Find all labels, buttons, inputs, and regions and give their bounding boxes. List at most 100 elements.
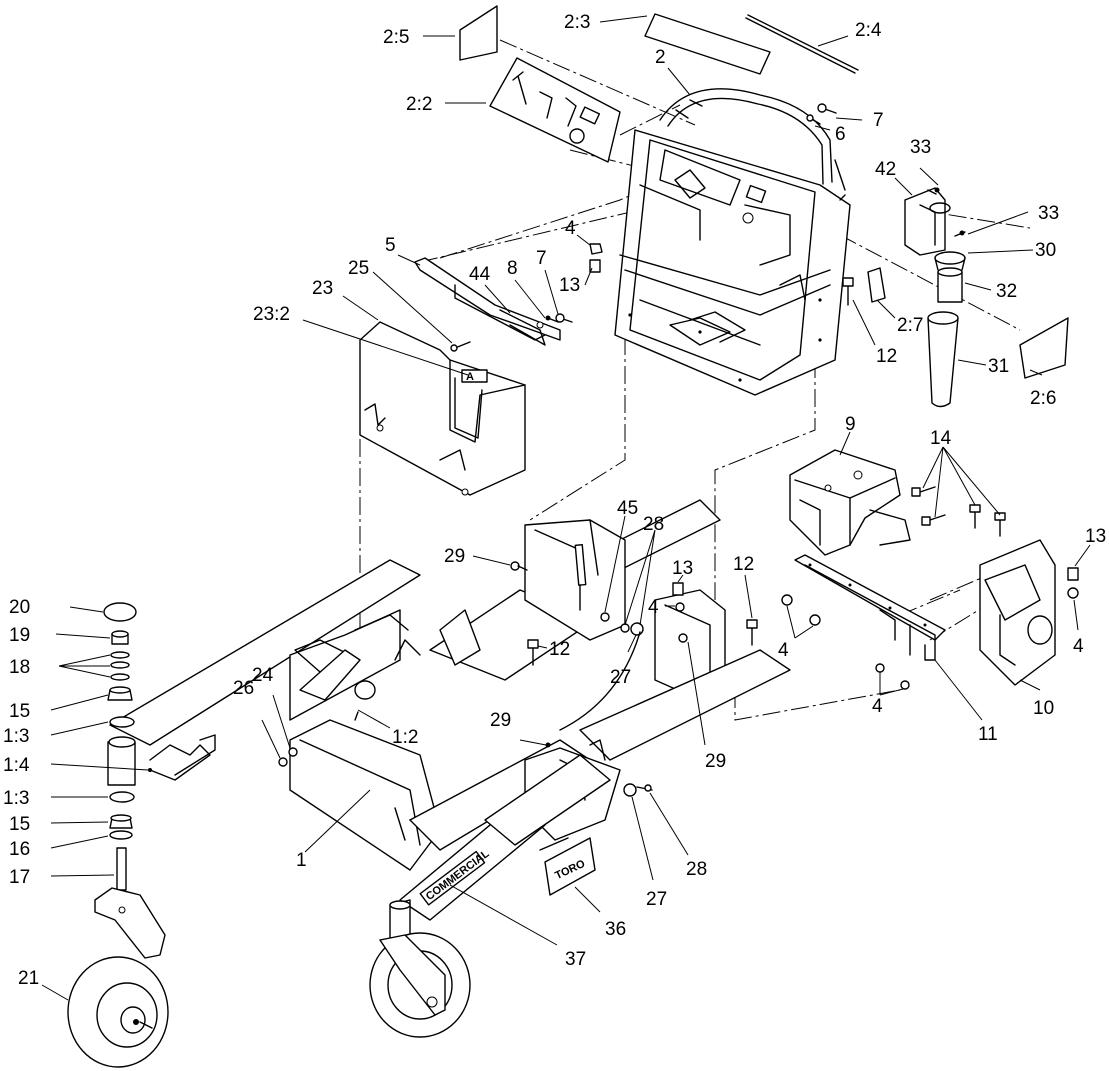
callout-29-top: 29: [444, 546, 465, 567]
screw-8: [545, 315, 559, 323]
cable-line: [559, 631, 641, 731]
bolt-14-c: [969, 504, 981, 529]
callout-28-b: 28: [686, 859, 707, 880]
bolt-12-right: [746, 619, 758, 646]
main-frame: COMMERCIAL: [109, 499, 791, 921]
decal-2-6: [1019, 317, 1069, 379]
callout-16: 16: [9, 839, 30, 860]
callout-2-4: 2:4: [855, 20, 882, 41]
control-panel-decal: [489, 57, 621, 163]
bolt-29-mid: [545, 742, 551, 748]
battery-box-23: A: [359, 321, 526, 496]
bolt-14-a: [911, 486, 936, 497]
screw-33-a: [927, 187, 940, 195]
bearing-15-top: [107, 686, 133, 701]
callout-19: 19: [9, 625, 30, 646]
mount-plate-11: [794, 554, 946, 661]
screw-7-top: [817, 103, 837, 114]
nut-26: [278, 757, 288, 767]
bolt-14-d: [994, 512, 1006, 537]
callout-4-tower: 4: [565, 218, 576, 239]
callout-13-right: 13: [1085, 526, 1106, 547]
callout-44: 44: [469, 264, 491, 285]
callout-1-4: 1:4: [3, 755, 30, 776]
callout-2-7: 2:7: [897, 315, 923, 336]
tube-31: [927, 311, 959, 408]
callout-1-2: 1:2: [392, 727, 418, 748]
bracket-44: [499, 309, 546, 346]
toro-plate-36: TORO: [539, 837, 596, 896]
bracket-5: [414, 257, 561, 341]
callout-15-top: 15: [9, 701, 30, 722]
nut-19: [111, 630, 129, 645]
callout-4-bottom: 4: [872, 696, 883, 717]
sleeve-32: [937, 267, 963, 303]
bracket-10: [979, 539, 1056, 686]
callout-45: 45: [617, 498, 638, 519]
callout-4-mid: 4: [648, 597, 659, 618]
decal-2-5: [459, 5, 498, 61]
bearing-15-bottom: [109, 814, 133, 829]
callout-24: 24: [252, 665, 274, 686]
callout-23-2: 23:2: [253, 304, 290, 325]
callout-7-top: 7: [873, 110, 884, 131]
callout-29-mid: 29: [490, 710, 511, 731]
screw-33-b: [954, 230, 966, 237]
callout-1-3-bottom: 1:3: [3, 788, 29, 809]
callout-12-right: 12: [733, 554, 754, 575]
callout-37: 37: [565, 949, 586, 970]
callout-18: 18: [9, 657, 30, 678]
cup-1-3-top: [109, 716, 135, 728]
callout-31: 31: [988, 356, 1009, 377]
spacer-13-tower: [589, 259, 601, 273]
leader-lines: [41, 15, 1091, 1001]
callout-1-3-top: 1:3: [3, 726, 29, 747]
bushing-1-2: [354, 680, 376, 721]
callout-labels: 2:5 2:3 2:4 2 2:2 7 6 33 42 33 30 32 2:7…: [3, 12, 1106, 989]
callout-27-b: 27: [646, 889, 667, 910]
nut-4-mid: [675, 602, 685, 612]
callout-10: 10: [1033, 698, 1054, 719]
nut-4-tower: [589, 243, 603, 255]
callout-20: 20: [9, 597, 30, 618]
caster-housing-1-4: [107, 736, 152, 786]
callout-9: 9: [845, 414, 856, 435]
callout-5: 5: [385, 235, 396, 256]
callout-27-a: 27: [610, 667, 631, 688]
decal-2-3: [644, 13, 771, 75]
clamp-27-b: [623, 783, 637, 797]
callout-25: 25: [348, 258, 369, 279]
callout-21: 21: [18, 968, 39, 989]
callout-8: 8: [507, 258, 518, 279]
decal-2-7: [867, 267, 886, 303]
spacer-13-right: [1067, 567, 1079, 581]
callout-1: 1: [296, 850, 307, 871]
callout-30: 30: [1035, 240, 1056, 261]
callout-11: 11: [978, 724, 998, 745]
callout-2-3: 2:3: [564, 12, 590, 33]
callout-12-tower: 12: [876, 346, 897, 367]
cup-1-3-bottom: [109, 791, 135, 803]
bolt-29-top: [510, 561, 528, 571]
bolt-29-right: [678, 633, 688, 643]
bolt-14-b: [921, 514, 946, 526]
nut-4-pair: [781, 594, 821, 626]
callout-17: 17: [9, 867, 30, 888]
callout-28-a: 28: [643, 514, 664, 535]
bolt-25: [450, 341, 471, 352]
washers-18: [110, 651, 130, 681]
decal-2-4: [745, 14, 859, 74]
dust-cap-20: [103, 602, 137, 622]
callout-12-mid: 12: [549, 639, 570, 660]
bracket-42: [904, 187, 951, 256]
spacer-13-mid: [672, 582, 684, 596]
screw-6: [806, 114, 821, 125]
callout-33-b: 33: [1038, 203, 1059, 224]
callout-4-pair: 4: [778, 640, 789, 661]
seal-16: [109, 830, 133, 840]
callout-42: 42: [875, 159, 896, 180]
callout-7-bracket: 7: [536, 248, 547, 269]
cup-holder-30: [934, 251, 966, 271]
callout-2: 2: [655, 47, 666, 68]
